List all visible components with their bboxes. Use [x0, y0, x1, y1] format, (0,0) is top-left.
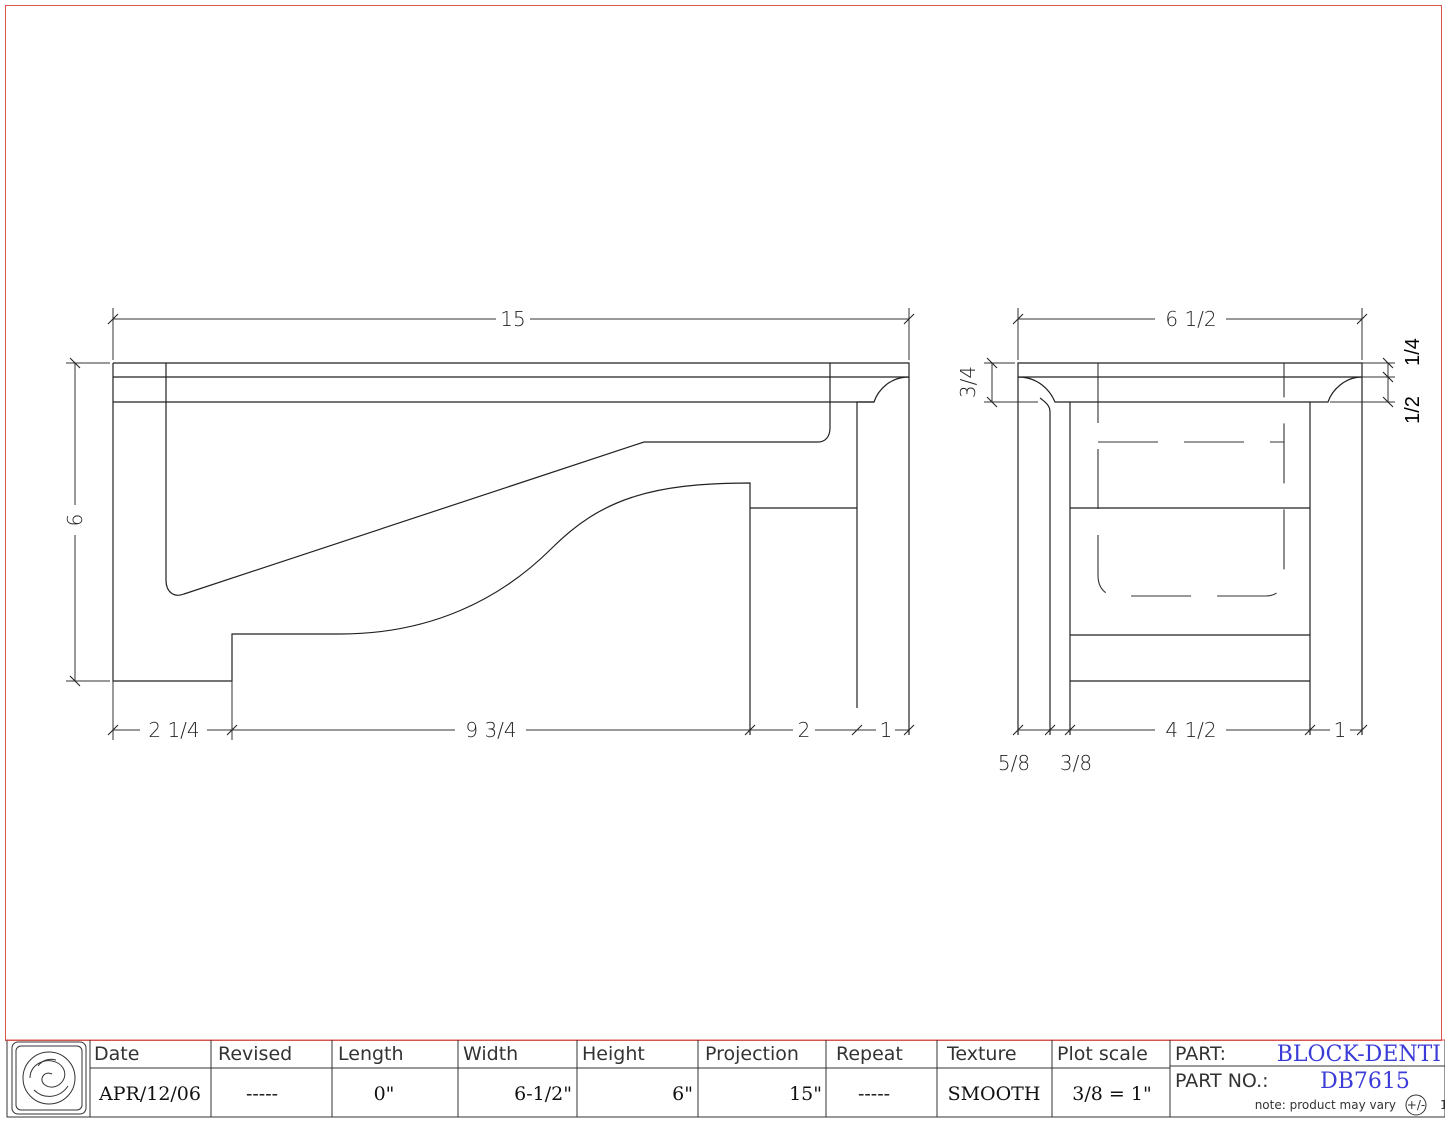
side-view-top-band: [113, 376, 909, 403]
side-height-dim: 6: [63, 514, 87, 527]
part-no-label: PART NO.:: [1175, 1070, 1269, 1092]
header-texture: Texture: [946, 1043, 1017, 1065]
header-plot-scale: Plot scale: [1057, 1043, 1148, 1065]
header-revised: Revised: [218, 1043, 292, 1065]
value-plot-scale: 3/8 = 1": [1072, 1083, 1151, 1105]
value-width: 6-1/2": [514, 1083, 572, 1105]
company-logo: [11, 1041, 87, 1115]
side-view-recess: [165, 363, 831, 596]
title-block: Date Revised Length Width Height Project…: [5, 1039, 1445, 1118]
end-view-body: [1017, 377, 1363, 735]
header-projection: Projection: [705, 1043, 799, 1065]
header-height: Height: [582, 1043, 645, 1065]
end-dim-small-a: 5/8: [998, 751, 1030, 775]
part-label: PART:: [1175, 1043, 1226, 1065]
end-dim-inner: 4 1/2: [1165, 718, 1216, 742]
end-right-lower-dim: 1/2: [1402, 396, 1424, 424]
end-width-dim: 6 1/2: [1165, 307, 1216, 331]
side-dim-c: 2: [798, 718, 811, 742]
side-view-outline: [112, 362, 910, 735]
header-width: Width: [463, 1043, 518, 1065]
header-date: Date: [94, 1043, 139, 1065]
end-dim-small-b: 3/8: [1060, 751, 1092, 775]
tolerance-value: 1: [1440, 1098, 1445, 1112]
side-dim-b: 9 3/4: [465, 718, 516, 742]
part-no: DB7615: [1320, 1069, 1410, 1094]
end-view: 6 1/2 3/4 1/4 1/2 4 1/2 1 5/8 3/8: [956, 307, 1424, 775]
end-right-upper-dim: 1/4: [1402, 338, 1424, 366]
value-date: APR/12/06: [98, 1083, 201, 1105]
end-dim-right: 1: [1334, 718, 1347, 742]
header-repeat: Repeat: [836, 1043, 903, 1065]
tolerance-circle: [1405, 1094, 1427, 1116]
header-length: Length: [338, 1043, 404, 1065]
side-length-dim: 15: [500, 307, 525, 331]
end-step-dim: 3/4: [956, 366, 980, 398]
value-height: 6": [672, 1083, 693, 1105]
end-view-cap: [1017, 362, 1363, 403]
value-revised: -----: [246, 1083, 278, 1105]
tolerance-symbol: +/-: [1407, 1098, 1425, 1112]
side-dim-d: 1: [880, 718, 893, 742]
value-texture: SMOOTH: [948, 1083, 1041, 1105]
value-repeat: -----: [858, 1083, 890, 1105]
sheet-border: [5, 5, 1442, 1041]
value-length: 0": [374, 1083, 395, 1105]
side-dim-a: 2 1/4: [148, 718, 199, 742]
product-note: note: product may vary: [1255, 1098, 1396, 1112]
side-view: 15 6 2 1/4 9 3/4 2 1: [63, 307, 915, 742]
value-projection: 15": [789, 1083, 822, 1105]
end-view-hidden-box: [1097, 363, 1285, 597]
part-name: BLOCK-DENTI: [1277, 1042, 1441, 1067]
